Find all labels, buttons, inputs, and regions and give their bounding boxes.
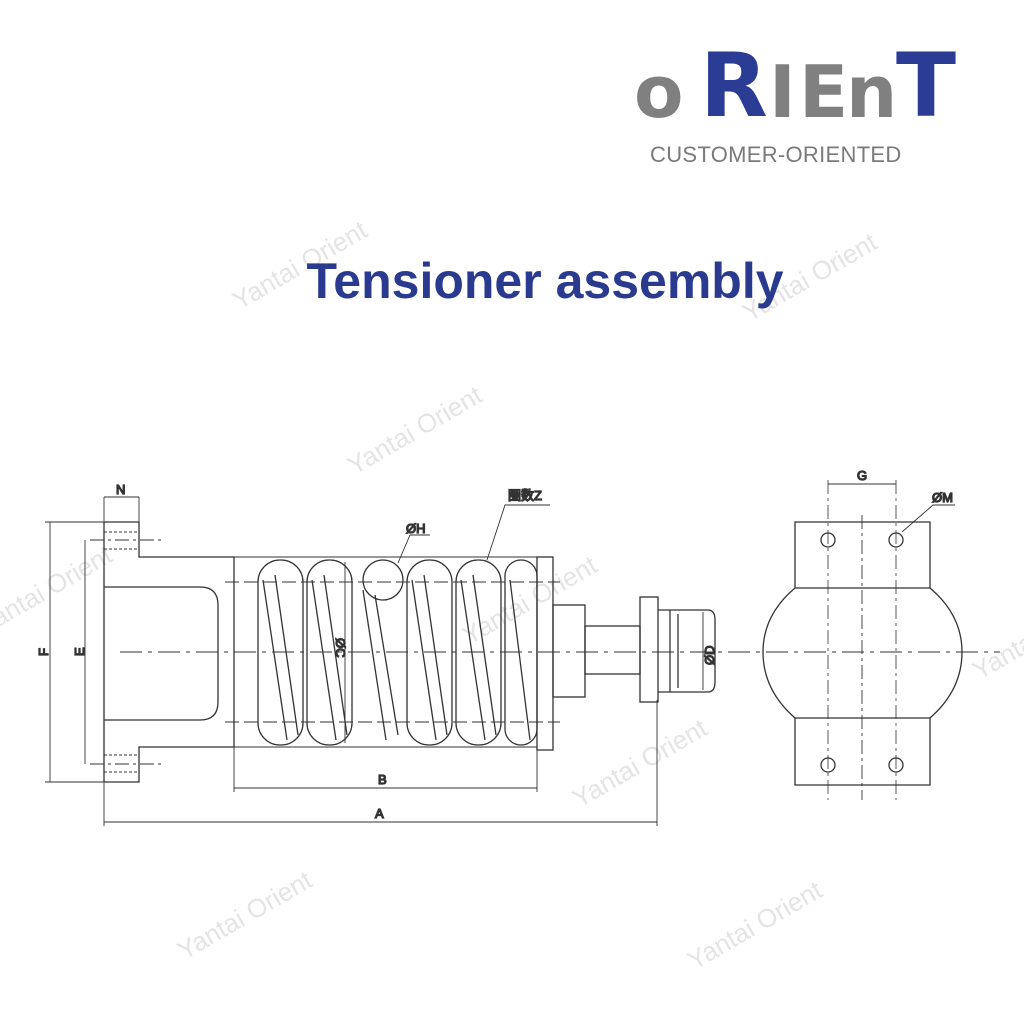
logo-letter: o [634,50,684,134]
rod-cap [658,609,716,693]
logo-letter: n [846,50,898,134]
bolt-holes [104,531,139,773]
logo-letter: T [896,34,957,137]
dim-h: ØH [406,521,426,536]
dim-n: N [116,482,125,497]
dim-e: E [72,647,87,656]
dim-m: ØM [932,490,953,505]
rod-collar [552,604,586,698]
orient-logo: o R I E n T [634,42,956,134]
dim-g: G [857,468,867,483]
logo-letter: I [769,50,796,134]
spring-coils [233,556,538,748]
logo-tagline: CUSTOMER-ORIENTED [650,142,902,167]
side-view [762,480,963,800]
dim-a: A [375,806,384,821]
dimension-lines [45,483,955,826]
dim-d: ØD [702,646,717,666]
dim-b: B [378,772,387,787]
piston-rod [584,625,641,675]
logo-letter: E [799,50,849,134]
end-plate [536,556,554,751]
dim-c: ØC [333,638,348,658]
logo-letter: R [700,34,768,137]
dim-z: 圈数Z [508,488,542,503]
bracket-cutout [104,586,219,721]
dim-f: F [36,648,51,656]
page-title: Tensioner assembly [306,253,784,309]
rod-flange [639,596,659,703]
